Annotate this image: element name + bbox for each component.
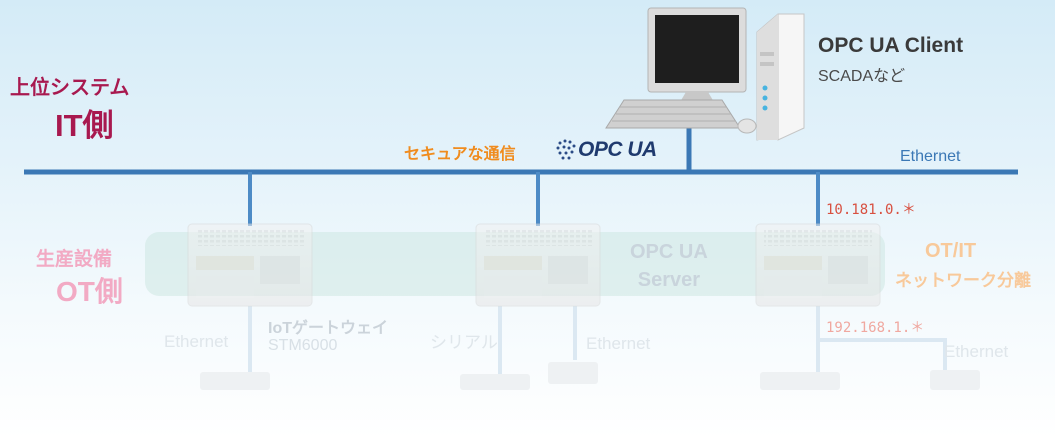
gateway-device-2 bbox=[475, 223, 601, 307]
opcua-server-label: OPC UA Server bbox=[630, 238, 708, 294]
network-separation-label: ネットワーク分離 bbox=[895, 271, 1031, 290]
server-label-line2: Server bbox=[637, 269, 701, 291]
ip-upper-label: 10.181.0.＊ bbox=[826, 202, 916, 218]
otit-label: OT/IT bbox=[925, 240, 977, 262]
client-title: OPC UA Client bbox=[818, 34, 964, 57]
client-subtitle: SCADAなど bbox=[818, 68, 906, 85]
gateway-name-label: IoTゲートウェイ bbox=[268, 320, 388, 337]
client-pc-icon bbox=[605, 7, 805, 141]
lower-devices bbox=[200, 362, 980, 390]
opcua-logo-text: OPC UA bbox=[578, 138, 657, 161]
it-side-label: IT側 bbox=[55, 108, 114, 143]
gateway-device-1 bbox=[187, 223, 313, 307]
it-system-label: 上位システム bbox=[10, 77, 130, 99]
ethernet-left-label: Ethernet bbox=[164, 332, 229, 351]
serial-label: シリアル bbox=[430, 333, 498, 352]
gateway-device-3 bbox=[755, 223, 881, 307]
ot-side-label: OT側 bbox=[56, 276, 123, 307]
ot-equipment-label: 生産設備 bbox=[36, 249, 113, 270]
gateway-model-label: STM6000 bbox=[268, 337, 338, 354]
ethernet-main-label: Ethernet bbox=[900, 148, 961, 165]
ip-lower-label: 192.168.1.＊ bbox=[826, 320, 925, 336]
ethernet-middle-label: Ethernet bbox=[586, 334, 651, 353]
opcua-logo-mark bbox=[556, 139, 576, 160]
lower-connection-lines bbox=[248, 306, 947, 375]
server-label-line1: OPC UA bbox=[630, 241, 708, 263]
ethernet-right-label: Ethernet bbox=[944, 342, 1009, 361]
secure-communication-label: セキュアな通信 bbox=[404, 146, 516, 163]
